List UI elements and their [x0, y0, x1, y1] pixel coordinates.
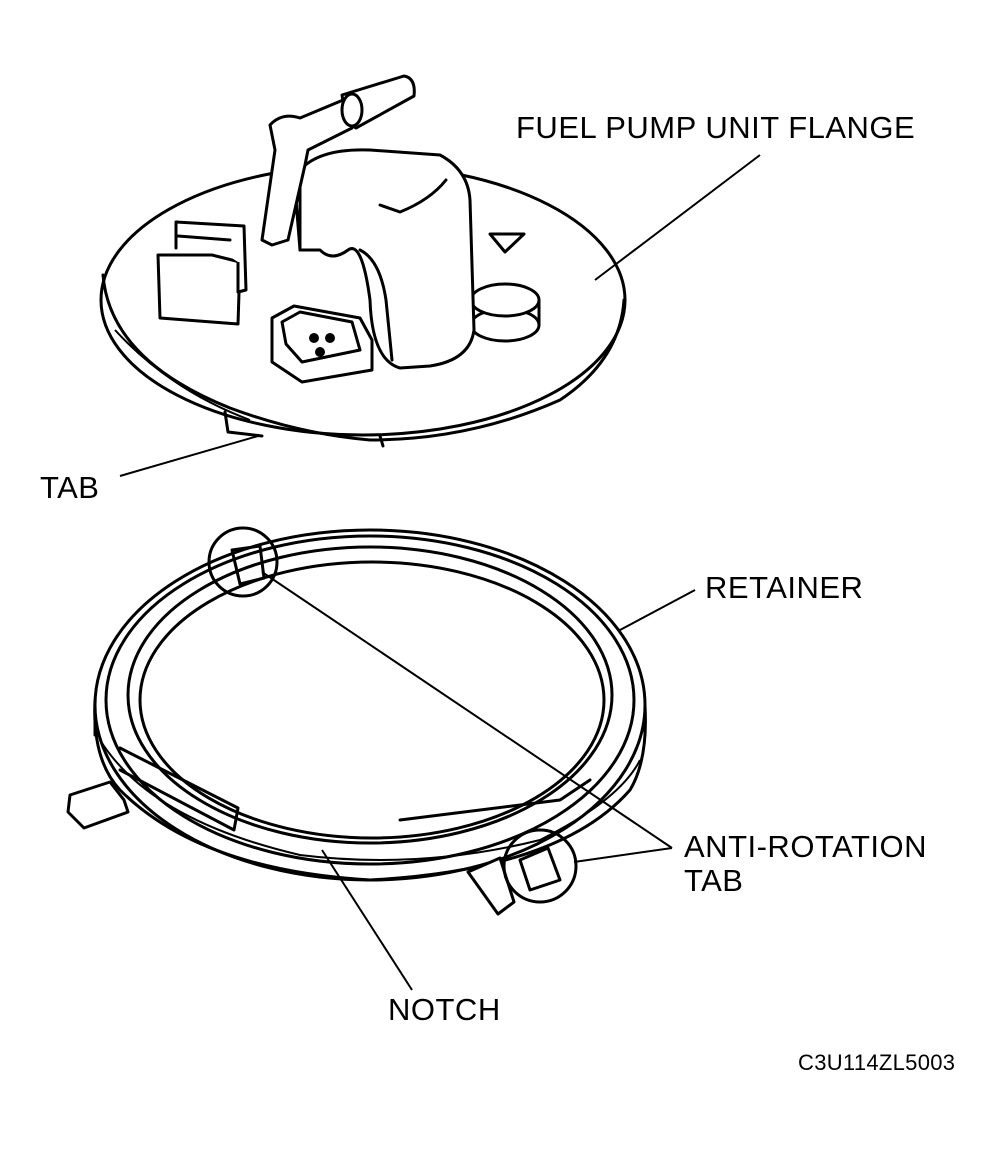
label-anti-rotation-line2: TAB [684, 863, 744, 898]
label-retainer: RETAINER [705, 570, 864, 605]
label-anti-rotation-line1: ANTI-ROTATION [684, 829, 927, 864]
anti-rotation-tab-circle-bottom [502, 828, 578, 904]
anti-rotation-tab-circle-top [207, 526, 279, 598]
fuel-outlet-pipe [260, 74, 416, 247]
pump-housing [294, 148, 476, 370]
flange-bracket [156, 220, 248, 326]
label-fuel-pump-unit-flange: FUEL PUMP UNIT FLANGE [516, 110, 916, 145]
electrical-connector [270, 304, 374, 384]
leader-lines [119, 154, 761, 991]
label-notch: NOTCH [388, 992, 501, 1027]
label-tab: TAB [40, 470, 100, 505]
figure-code: C3U114ZL5003 [798, 1050, 956, 1075]
label-anti-rotation-tab: ANTI-ROTATION TAB [684, 830, 927, 898]
retainer-ring [66, 528, 647, 916]
